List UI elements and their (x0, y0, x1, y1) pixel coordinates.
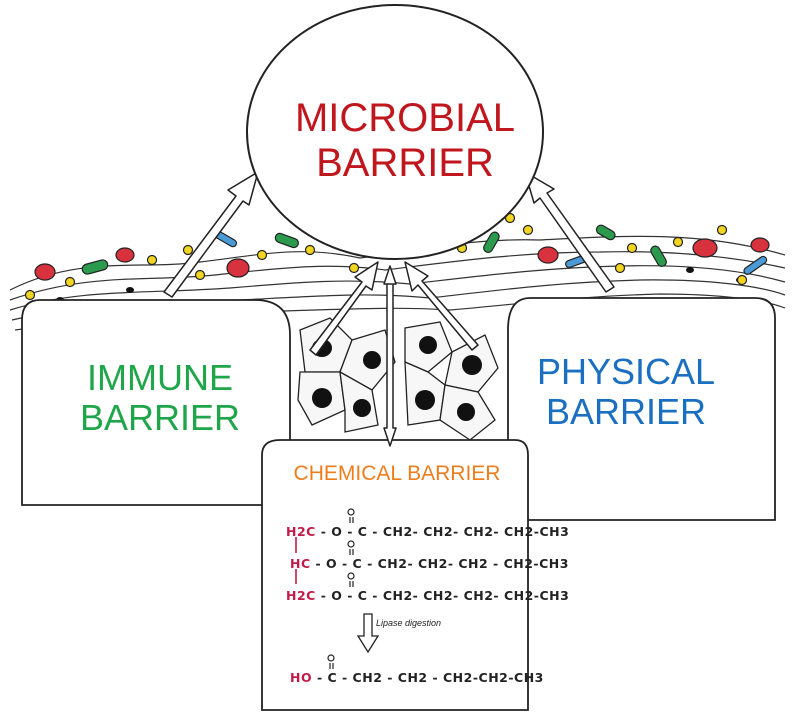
microbe-green (595, 224, 616, 241)
microbe-red (537, 246, 559, 264)
fatty-acid-chain: - O - C - CH2- CH2- CH2 - CH2-CH3 (315, 556, 569, 571)
microbe-yellow (24, 289, 36, 301)
arrow-physical-to-microbial (524, 171, 615, 293)
glycerol-head: H2C (286, 524, 316, 539)
microbe-yellow (626, 242, 638, 254)
arrow-cells-to-microbial-right (404, 261, 479, 351)
microbe-green (81, 259, 109, 275)
microbe-blue (743, 255, 768, 275)
cell-nucleus (363, 351, 381, 369)
arrow-cells-to-microbial-left (309, 261, 379, 356)
microbe-yellow (64, 276, 76, 288)
fatty-acid-chain: - O - C - CH2- CH2- CH2- CH2-CH3 (320, 524, 570, 539)
chemical-barrier-box (261, 439, 529, 711)
microbe-yellow (504, 212, 516, 224)
lipase-digestion-label: Lipase digestion (376, 618, 442, 628)
microbe-yellow (304, 244, 316, 256)
microbe-yellow (614, 262, 626, 274)
microbe-yellow (182, 244, 194, 256)
microbe-yellow (146, 254, 158, 266)
physical-barrier-line2: BARRIER (545, 391, 707, 433)
physical-barrier-label: PHYSICAL BARRIER (506, 351, 746, 433)
cell-nucleus (419, 336, 437, 354)
microbes (24, 212, 770, 301)
cell-nucleus (462, 355, 482, 375)
cell-nucleus (312, 388, 332, 408)
physical-barrier-box (507, 297, 776, 521)
microbial-barrier-label: MICROBIAL BARRIER (255, 96, 555, 186)
microbe-yellow (522, 224, 534, 236)
cell-nucleus (353, 399, 371, 417)
microbe-yellow (716, 224, 728, 236)
carbonyl-oxygen (347, 540, 355, 548)
arrow-immune-to-microbial (163, 171, 259, 298)
glycerol-head: HC (290, 556, 311, 571)
cell-nucleus (686, 267, 694, 273)
cell-nuclei (56, 267, 744, 421)
product-chain: - C - CH2 - CH2 - CH2-CH2-CH3 (316, 670, 544, 685)
triglyceride-row-3: H2C - O - C - CH2- CH2- CH2- CH2-CH3 (286, 588, 569, 603)
carbonyl-groups (327, 508, 355, 669)
chemical-barrier-title: CHEMICAL BARRIER (293, 462, 501, 485)
microbe-yellow (194, 269, 206, 281)
microbe-red (34, 263, 56, 281)
microbe-red (692, 238, 718, 258)
microbe-yellow (256, 249, 268, 261)
carbonyl-oxygen (347, 572, 355, 580)
arrow-microbial-chemical-bidirectional (383, 265, 397, 447)
immune-barrier-label: IMMUNE BARRIER (40, 357, 280, 439)
microbe-red (115, 247, 135, 263)
fatty-acid-chain: - O - C - CH2- CH2- CH2- CH2-CH3 (320, 588, 570, 603)
cell-nucleus (415, 390, 435, 410)
microbe-yellow (672, 236, 684, 248)
microbe-green (483, 231, 500, 253)
microbe-green (650, 245, 667, 267)
triglyceride-row-2: HC - O - C - CH2- CH2- CH2 - CH2-CH3 (290, 556, 569, 571)
microbe-red (226, 258, 250, 278)
tissue-line (9, 251, 786, 301)
microbe-yellow (348, 262, 360, 274)
microbial-barrier-circle (246, 4, 544, 260)
physical-barrier-line1: PHYSICAL (536, 351, 716, 392)
lipase-digestion-arrow (356, 613, 380, 654)
cell-nucleus (126, 287, 134, 293)
immune-barrier-line2: BARRIER (79, 397, 241, 439)
tissue-surface-line (9, 235, 786, 291)
barrier-arrows (163, 171, 615, 447)
microbial-barrier-line2: BARRIER (316, 140, 494, 185)
microbe-yellow (736, 274, 748, 286)
immune-barrier-line1: IMMUNE (87, 357, 233, 398)
hydroxyl-head: HO (290, 670, 313, 685)
carbonyl-oxygen (347, 508, 355, 516)
microbe-green (274, 232, 299, 249)
microbe-red (750, 237, 770, 253)
cell-nucleus (457, 403, 475, 421)
triglyceride-row-1: H2C - O - C - CH2- CH2- CH2- CH2-CH3 (286, 524, 569, 539)
glycerol-head: H2C (286, 588, 316, 603)
fatty-acid-product: HO - C - CH2 - CH2 - CH2-CH2-CH3 (290, 670, 544, 685)
microbial-barrier-line1: MICROBIAL (294, 96, 516, 140)
carbonyl-oxygen (327, 654, 335, 662)
